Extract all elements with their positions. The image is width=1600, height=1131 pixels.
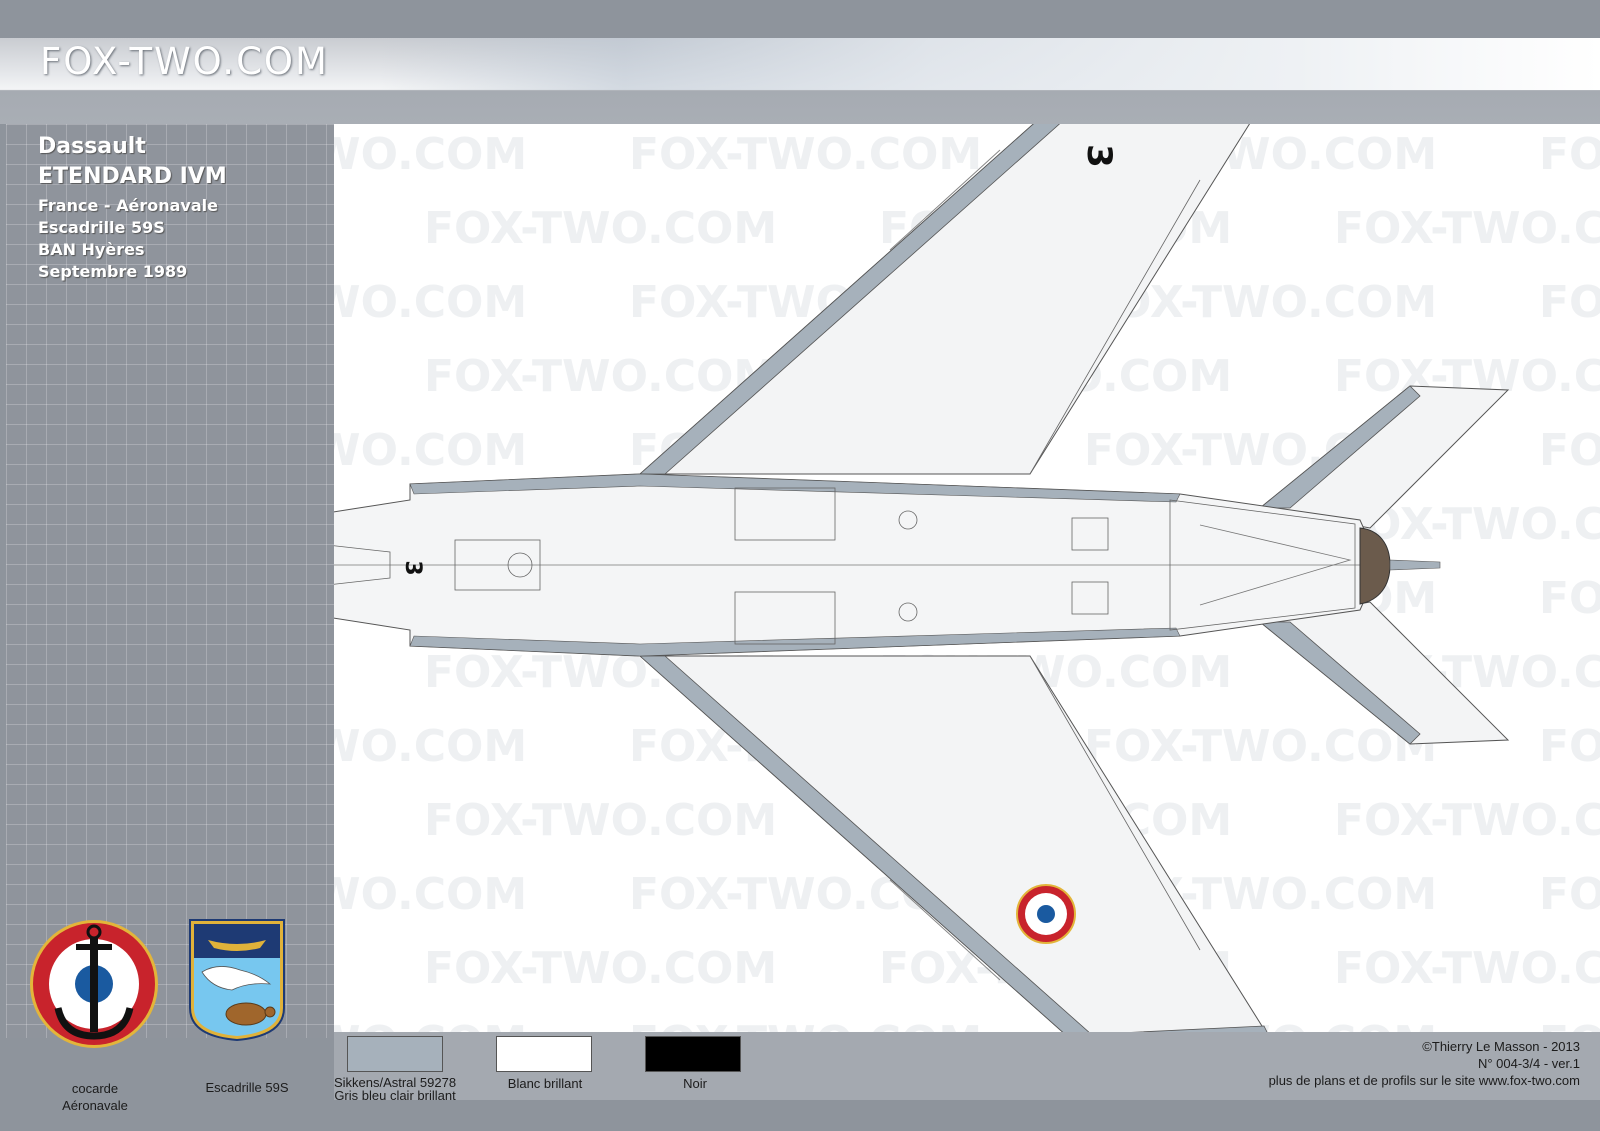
upper-wing: [638, 124, 1251, 475]
watermark-text: FOX-TWO.COM: [334, 129, 527, 180]
watermark-text: FOX-TWO.COM: [334, 425, 527, 476]
watermark-text: FOX-TWO.COM: [424, 795, 777, 846]
watermark-text: FOX-TWO.COM: [424, 203, 777, 254]
aircraft-base: BAN Hyères: [38, 240, 145, 259]
watermark-text: FOX-TWO.COM: [1334, 795, 1600, 846]
cockpit: [334, 545, 391, 585]
squadron-badge: [189, 919, 285, 1042]
credit-site-note[interactable]: plus de plans et de profils sur le site …: [1268, 1073, 1580, 1088]
watermark-text: FOX-TWO.COM: [334, 277, 527, 328]
watermark-text: FOX-TWO.COM: [1539, 721, 1600, 772]
credit-ref: N° 004-3/4 - ver.1: [1477, 1056, 1580, 1071]
info-panel: [6, 124, 334, 1038]
wing-roundel: [1016, 884, 1076, 944]
drawing-area: FOX-TWO.COM FOX-TWO.COM FOX-TWO.COM FOX-TWO…: [334, 124, 1600, 1038]
watermark-text: FOX-TWO.COM: [424, 351, 777, 402]
watermark-text: FOX-TWO.COM: [1334, 943, 1600, 994]
aircraft-unit: Escadrille 59S: [38, 218, 165, 237]
cocarde-label: cocarde Aéronavale: [62, 1081, 128, 1113]
upper-wing-leading-edge: [638, 124, 1061, 475]
site-logo[interactable]: FOX-TWO.COM: [40, 40, 329, 83]
watermark-text: FOX-TWO.COM: [334, 869, 527, 920]
aircraft-date: Septembre 1989: [38, 262, 188, 281]
swatch-grey-label: Sikkens/Astral 59278 Gris bleu clair bri…: [333, 1075, 457, 1103]
wings-icon: [208, 940, 266, 951]
aircraft-model: ETENDARD IVM: [38, 164, 227, 189]
watermark-text: FOX-TWO.COM: [1084, 721, 1437, 772]
turtle-icon: [225, 1002, 267, 1026]
anchor-icon: [54, 924, 134, 1040]
swatch-white-label: Blanc brillant: [507, 1076, 583, 1091]
cocarde-badge: [30, 920, 158, 1048]
lower-wing-leading-edge: [638, 655, 1097, 1038]
aircraft-top-view: 3 3: [334, 124, 1510, 1038]
credit-author: ©Thierry Le Masson - 2013: [1422, 1039, 1580, 1054]
top-strip: [0, 0, 1600, 38]
nose-number: 3: [400, 560, 425, 575]
watermark-text: FOX-TWO.COM: [629, 129, 982, 180]
watermark-text: FOX-TWO.COM: [1539, 869, 1600, 920]
watermark-text: FOX-TWO.COM: [334, 721, 527, 772]
bottom-strip: [0, 1100, 1600, 1131]
swatch-black: [645, 1036, 741, 1072]
aircraft-operator: France - Aéronavale: [38, 196, 218, 215]
swatch-grey: [347, 1036, 443, 1072]
wing-number: 3: [1079, 144, 1119, 168]
watermark-text: FOX-TWO.COM: [1539, 129, 1600, 180]
aircraft-maker: Dassault: [38, 134, 146, 159]
header-sky-image: [380, 38, 1600, 90]
lower-wing: [638, 655, 1271, 1038]
swatch-black-label: Noir: [683, 1076, 707, 1091]
watermark-text: FOX-TWO.COM: [424, 943, 777, 994]
squadron-label: Escadrille 59S: [205, 1080, 289, 1095]
credits: ©Thierry Le Masson - 2013 N° 004-3/4 - v…: [1180, 1038, 1580, 1089]
watermark-text: FOX-TWO.COM: [1334, 203, 1600, 254]
exhaust-nozzle: [1359, 527, 1391, 605]
swatch-white: [496, 1036, 592, 1072]
watermark-text: FOX-TWO.COM: [1539, 425, 1600, 476]
watermark-text: FOX-TWO.COM: [1539, 277, 1600, 328]
bird-icon: [201, 966, 272, 991]
watermark-text: FOX-TWO.COM: [1539, 573, 1600, 624]
